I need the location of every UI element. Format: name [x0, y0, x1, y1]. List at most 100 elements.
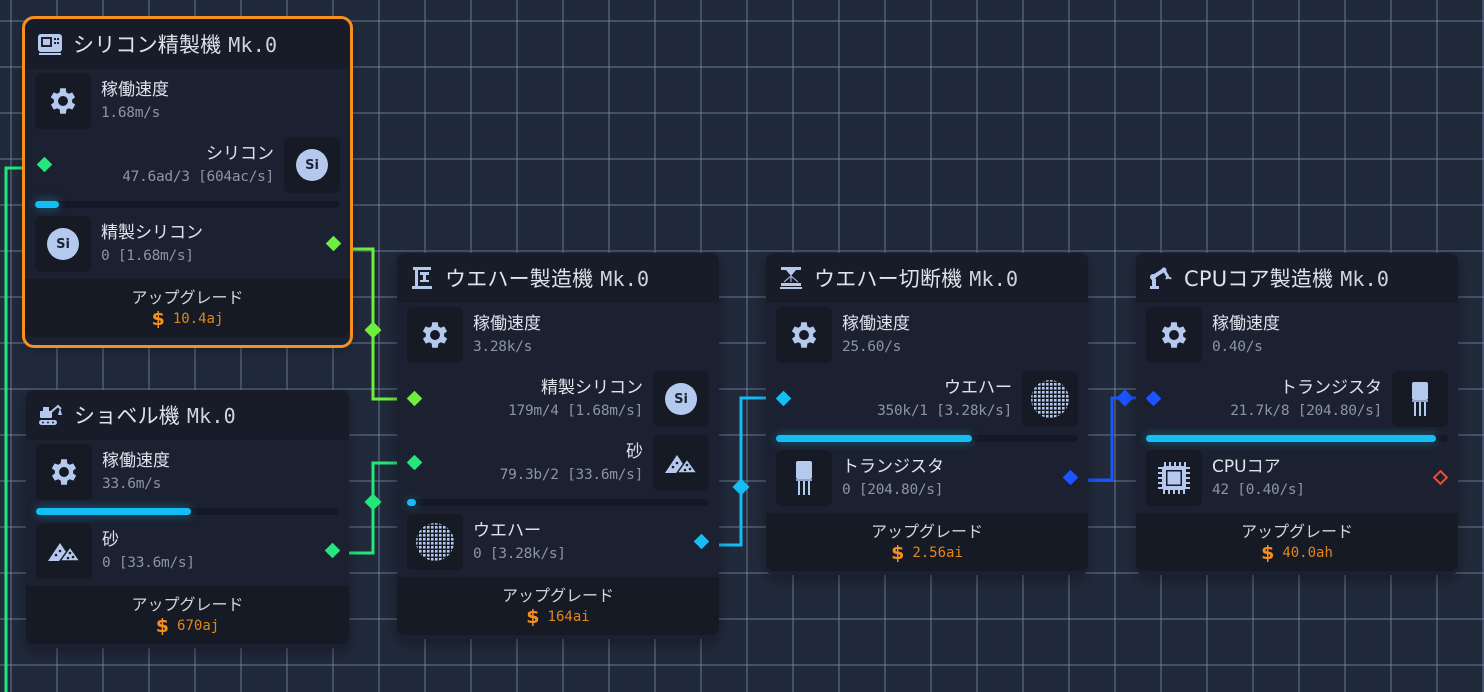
output-port[interactable] — [693, 533, 710, 550]
input-row: ウエハー 350k/1 [3.28k/s] — [766, 367, 1088, 431]
wafer-icon — [407, 514, 463, 570]
speed-value: 1.68m/s — [101, 105, 161, 121]
upgrade-label: アップグレード — [870, 522, 983, 541]
upgrade-label: アップグレード — [501, 586, 614, 605]
laser-cutter-icon — [778, 265, 804, 291]
gear-icon — [35, 73, 91, 129]
upgrade-label: アップグレード — [131, 595, 244, 614]
gear-icon — [407, 307, 463, 363]
dollar-icon: $ — [526, 606, 540, 628]
input-label: 精製シリコン — [541, 378, 643, 398]
transistor-icon — [1392, 371, 1448, 427]
dollar-icon: $ — [155, 615, 170, 637]
upgrade-cost: 10.4aj — [172, 311, 224, 327]
upgrade-label: アップグレード — [1240, 522, 1353, 541]
press-icon — [409, 265, 435, 291]
output-port-unconnected[interactable] — [1432, 469, 1449, 486]
output-value: 0 [1.68m/s] — [101, 248, 194, 264]
input-value: 79.3b/2 [33.6m/s] — [499, 467, 644, 483]
input-port[interactable] — [406, 454, 423, 471]
upgrade-button[interactable]: アップグレード $2.56ai — [766, 513, 1088, 571]
speed-row: 稼働速度 0.40/s — [1136, 303, 1458, 367]
input-label: ウエハー — [944, 378, 1012, 398]
input-row: 精製シリコン 179m/4 [1.68m/s] Si — [397, 367, 719, 431]
node-title: ウエハー製造機 Mk.0 — [445, 267, 650, 291]
output-label: 砂 — [102, 530, 119, 550]
output-row: 砂 0 [33.6m/s] — [26, 519, 349, 583]
input-port[interactable] — [36, 156, 53, 173]
speed-value: 25.60/s — [842, 339, 902, 355]
upgrade-cost: 2.56ai — [912, 545, 963, 561]
output-row: ウエハー 0 [3.28k/s] — [397, 510, 719, 574]
node-title: シリコン精製機 Mk.0 — [73, 33, 278, 57]
output-port[interactable] — [1062, 469, 1079, 486]
output-row: Si 精製シリコン 0 [1.68m/s] — [25, 212, 350, 276]
wafer-icon — [1022, 371, 1078, 427]
speed-value: 0.40/s — [1212, 339, 1263, 355]
speed-row: 稼働速度 3.28k/s — [397, 303, 719, 367]
node-title: ショベル機 Mk.0 — [74, 404, 236, 428]
output-label: トランジスタ — [842, 457, 944, 477]
upgrade-button[interactable]: アップグレード $40.0ah — [1136, 513, 1458, 571]
output-value: 42 [0.40/s] — [1212, 482, 1305, 498]
input-label: トランジスタ — [1280, 378, 1382, 398]
output-value: 0 [3.28k/s] — [473, 546, 566, 562]
excavator-icon — [38, 402, 64, 428]
upgrade-button[interactable]: アップグレード $164ai — [397, 577, 719, 635]
sand-icon — [36, 523, 92, 579]
speed-row: 稼働速度 1.68m/s — [25, 69, 350, 133]
input-value: 47.6ad/3 [604ac/s] — [122, 169, 274, 185]
node-header[interactable]: ウエハー製造機 Mk.0 — [397, 253, 719, 303]
output-value: 0 [33.6m/s] — [102, 555, 195, 571]
node-header[interactable]: シリコン精製機 Mk.0 — [25, 19, 350, 69]
output-value: 0 [204.80/s] — [842, 482, 944, 498]
input-row: シリコン 47.6ad/3 [604ac/s] Si — [25, 133, 350, 197]
output-port[interactable] — [324, 542, 341, 559]
progress-bar — [35, 201, 340, 208]
output-port[interactable] — [325, 235, 342, 252]
speed-label: 稼働速度 — [102, 451, 170, 471]
output-row: CPUコア 42 [0.40/s] — [1136, 446, 1458, 510]
input-value: 350k/1 [3.28k/s] — [877, 403, 1012, 419]
node-title: ウエハー切断機 Mk.0 — [814, 267, 1019, 291]
speed-label: 稼働速度 — [842, 314, 910, 334]
input-value: 21.7k/8 [204.80/s] — [1230, 403, 1382, 419]
node-header[interactable]: ショベル機 Mk.0 — [26, 390, 349, 440]
node-header[interactable]: CPUコア製造機 Mk.0 — [1136, 253, 1458, 303]
input-label: シリコン — [206, 144, 274, 164]
speed-row: 稼働速度 33.6m/s — [26, 440, 349, 504]
speed-label: 稼働速度 — [101, 80, 169, 100]
input-port[interactable] — [775, 390, 792, 407]
silicon-icon: Si — [653, 371, 709, 427]
dollar-icon: $ — [1261, 542, 1275, 564]
progress-bar — [36, 508, 339, 515]
input-label: 砂 — [626, 442, 643, 462]
input-port[interactable] — [1145, 390, 1162, 407]
upgrade-button[interactable]: アップグレード $670aj — [26, 586, 349, 644]
machine-excavator[interactable]: ショベル機 Mk.0 稼働速度 33.6m/s 砂 0 [33.6m/s] アッ… — [26, 390, 349, 648]
output-label: ウエハー — [473, 521, 541, 541]
machine-silicon-refiner[interactable]: シリコン精製機 Mk.0 稼働速度 1.68m/s シリコン 47.6ad/3 … — [22, 16, 353, 348]
progress-bar — [776, 435, 1078, 442]
node-header[interactable]: ウエハー切断機 Mk.0 — [766, 253, 1088, 303]
refinery-icon — [37, 31, 63, 57]
output-label: 精製シリコン — [101, 223, 203, 243]
upgrade-cost: 164ai — [547, 609, 590, 625]
sand-icon — [653, 435, 709, 491]
dollar-icon: $ — [151, 308, 165, 330]
progress-bar — [1146, 435, 1448, 442]
robot-arm-icon — [1148, 265, 1174, 291]
silicon-icon: Si — [284, 137, 340, 193]
gear-icon — [776, 307, 832, 363]
upgrade-button[interactable]: アップグレード $10.4aj — [25, 279, 350, 337]
input-row: 砂 79.3b/2 [33.6m/s] — [397, 431, 719, 495]
machine-wafer-maker[interactable]: ウエハー製造機 Mk.0 稼働速度 3.28k/s 精製シリコン 179m/4 … — [397, 253, 719, 639]
input-port[interactable] — [406, 390, 423, 407]
silicon-icon: Si — [35, 216, 91, 272]
speed-row: 稼働速度 25.60/s — [766, 303, 1088, 367]
machine-cpu-core-maker[interactable]: CPUコア製造機 Mk.0 稼働速度 0.40/s トランジスタ 21.7k/8… — [1136, 253, 1458, 575]
input-row: トランジスタ 21.7k/8 [204.80/s] — [1136, 367, 1458, 431]
cpu-icon — [1146, 450, 1202, 506]
transistor-icon — [776, 450, 832, 506]
machine-wafer-cutter[interactable]: ウエハー切断機 Mk.0 稼働速度 25.60/s ウエハー 350k/1 [3… — [766, 253, 1088, 575]
